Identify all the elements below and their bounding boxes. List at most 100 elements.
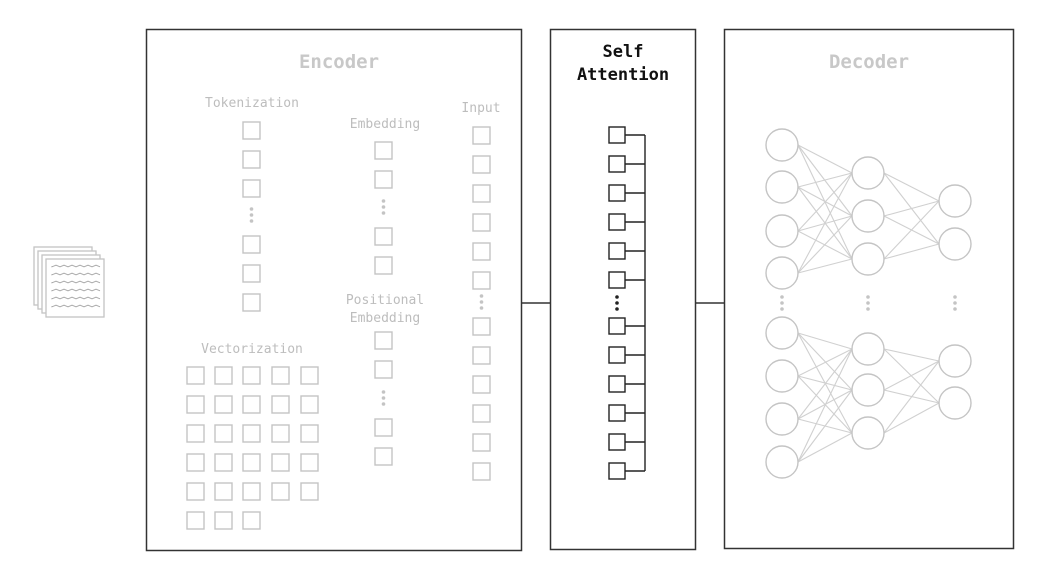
decoder-title: Decoder: [829, 51, 909, 73]
decoder-ellipsis-dot: [866, 295, 870, 299]
vectorization-square: [271, 366, 290, 385]
neuron: [851, 373, 885, 407]
decoder-ellipsis-dot: [953, 307, 957, 311]
neural-connection: [797, 144, 853, 174]
vectorization-square: [186, 366, 205, 385]
neuron: [938, 344, 972, 378]
input-square: [472, 213, 491, 232]
neuron: [765, 214, 799, 248]
neural-connection: [797, 332, 853, 350]
document-text-line: [51, 272, 101, 276]
neuron: [765, 359, 799, 393]
positional-embedding-square: [374, 447, 393, 466]
vectorization-square: [300, 424, 319, 443]
decoder-ellipsis-dot: [780, 295, 784, 299]
neuron: [938, 386, 972, 420]
neural-connection: [797, 258, 853, 274]
decoder-box: [723, 28, 1015, 550]
neural-connection: [797, 172, 853, 274]
neural-connection: [797, 172, 853, 232]
input-square: [472, 462, 491, 481]
document-text-line: [51, 280, 101, 284]
self-attention-box: [549, 28, 697, 551]
tokenization-label: Tokenization: [205, 96, 299, 111]
tokenization-square: [242, 121, 261, 140]
attention-square: [608, 184, 626, 202]
input-square: [472, 346, 491, 365]
input-square: [472, 433, 491, 452]
tokenization-square: [242, 293, 261, 312]
positional-embedding-ellipsis-dot: [381, 402, 386, 406]
neuron: [765, 316, 799, 350]
attention-square: [608, 126, 626, 144]
embedding-ellipsis-dot: [381, 199, 386, 203]
attention-square: [608, 346, 626, 364]
neural-connection: [883, 360, 940, 391]
neuron: [851, 199, 885, 233]
decoder-ellipsis-dot: [866, 301, 870, 305]
neural-connection: [883, 172, 940, 202]
input-ellipsis-dot: [479, 306, 484, 310]
vectorization-square: [271, 453, 290, 472]
vectorization-square: [300, 395, 319, 414]
vectorization-square: [242, 366, 261, 385]
document-text-line: [51, 296, 101, 300]
embedding-square: [374, 141, 393, 160]
positional-embedding-label-line2: Embedding: [350, 311, 420, 326]
neural-connection: [797, 348, 853, 463]
vectorization-square: [186, 395, 205, 414]
self-attention-title-line1: Self: [603, 42, 644, 62]
embedding-ellipsis-dot: [381, 205, 386, 209]
input-square: [472, 317, 491, 336]
decoder-ellipsis-dot: [953, 295, 957, 299]
neural-connection: [797, 348, 853, 420]
attention-ellipsis-dot: [615, 301, 619, 305]
encoder-title: Encoder: [299, 51, 379, 73]
input-square: [472, 404, 491, 423]
self-attention-title-line2: Attention: [577, 65, 669, 85]
vectorization-square: [300, 482, 319, 501]
attention-square: [608, 271, 626, 289]
neuron: [765, 402, 799, 436]
attention-square: [608, 375, 626, 393]
input-square: [472, 126, 491, 145]
vectorization-square: [186, 511, 205, 530]
neural-connection: [797, 432, 853, 463]
document-page: [45, 258, 105, 318]
vectorization-square: [242, 511, 261, 530]
input-square: [472, 271, 491, 290]
neuron: [851, 242, 885, 276]
vectorization-square: [242, 482, 261, 501]
neuron: [938, 184, 972, 218]
positional-embedding-ellipsis-dot: [381, 396, 386, 400]
neural-connection: [883, 200, 940, 217]
embedding-ellipsis-dot: [381, 211, 386, 215]
neural-connection: [797, 172, 853, 188]
neuron: [765, 128, 799, 162]
neuron: [938, 227, 972, 261]
document-text-line: [51, 288, 101, 292]
neuron: [851, 332, 885, 366]
embedding-square: [374, 170, 393, 189]
vectorization-label: Vectorization: [201, 342, 303, 357]
tokenization-square: [242, 235, 261, 254]
vectorization-square: [242, 395, 261, 414]
neural-connection: [883, 243, 940, 260]
encoder-box: [145, 28, 523, 552]
positional-embedding-label-line1: Positional: [346, 293, 424, 308]
attention-square: [608, 462, 626, 480]
positional-embedding-square: [374, 418, 393, 437]
neural-connection: [797, 332, 853, 391]
decoder-ellipsis-dot: [780, 307, 784, 311]
document-text-line: [51, 264, 101, 268]
embedding-square: [374, 256, 393, 275]
neural-connection: [883, 348, 940, 362]
neural-connection: [883, 402, 940, 434]
vectorization-square: [214, 424, 233, 443]
input-square: [472, 184, 491, 203]
vectorization-square: [271, 424, 290, 443]
input-square: [472, 375, 491, 394]
input-ellipsis-dot: [479, 294, 484, 298]
positional-embedding-ellipsis-dot: [381, 390, 386, 394]
vectorization-square: [271, 395, 290, 414]
